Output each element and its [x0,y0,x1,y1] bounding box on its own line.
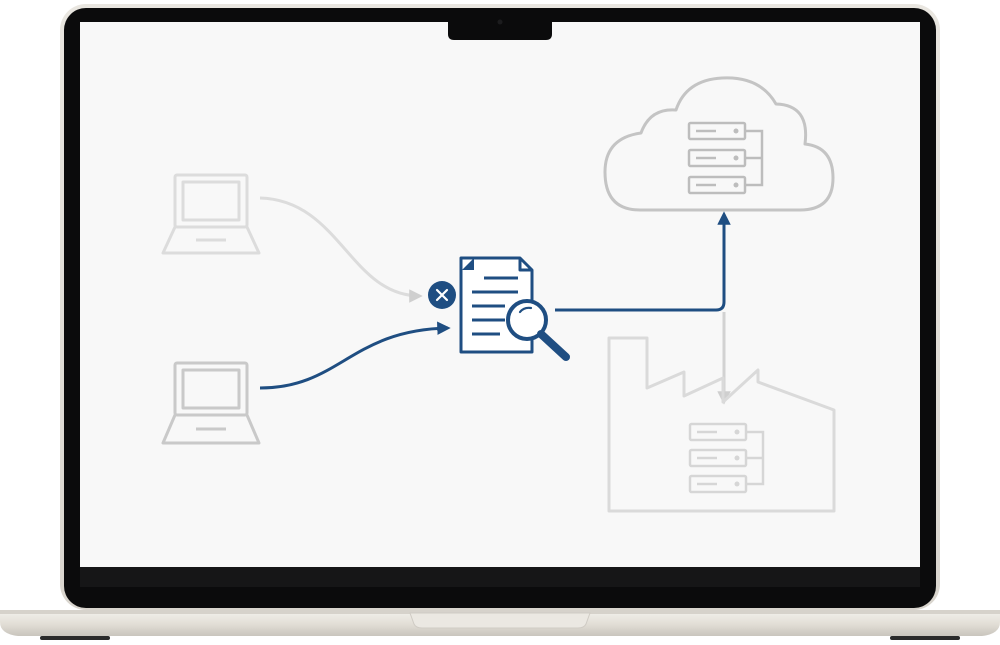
factory-server-icon [607,336,836,513]
laptop-icon [161,361,261,445]
laptop-icon [161,173,261,255]
foot-left [40,636,110,640]
camera-notch [448,20,552,40]
diagram [161,76,836,513]
bezel-chin [80,567,920,587]
camera-icon [497,19,503,25]
trackpad-notch [409,612,591,629]
foot-right [890,636,960,640]
close-icon [428,281,456,309]
cloud-server-icon [603,76,835,212]
edge-inspection-to-cloud [555,211,731,312]
document-search-icon [459,256,570,361]
edge-bottom-laptop-to-inspection [259,321,451,390]
edge-top-laptop-to-inspection [259,196,423,303]
